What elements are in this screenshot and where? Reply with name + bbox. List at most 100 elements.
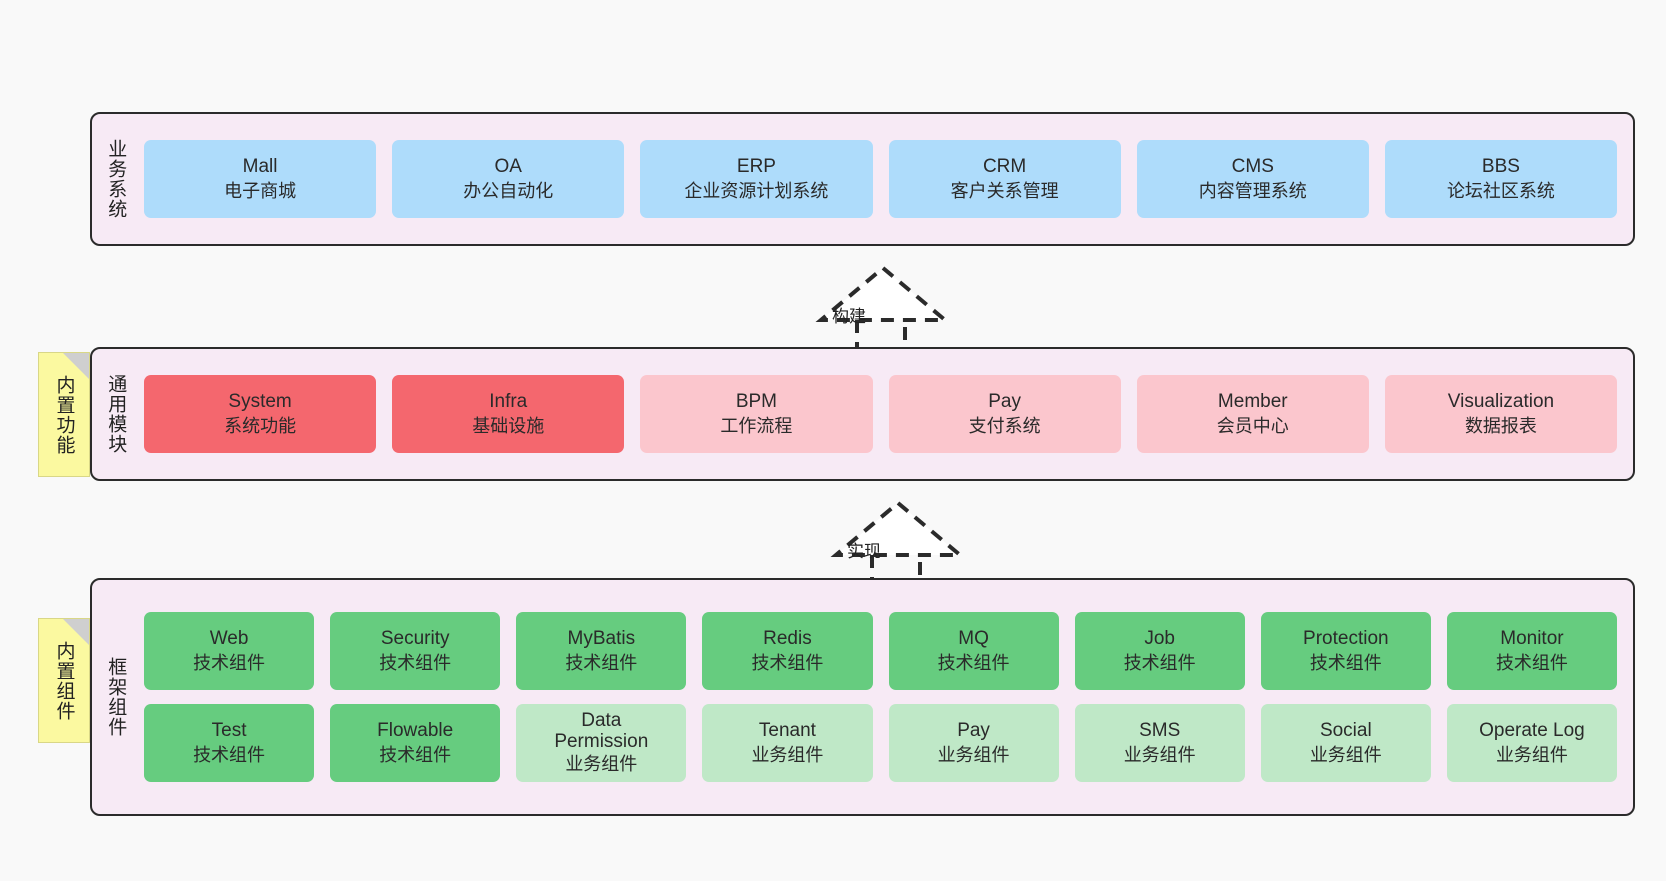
- card-subtitle: 基础设施: [472, 415, 545, 436]
- connector-build-label: 构建: [832, 307, 866, 326]
- card-social[interactable]: Social 业务组件: [1260, 704, 1431, 782]
- card-crm[interactable]: CRM 客户关系管理: [888, 140, 1121, 218]
- card-title: Security: [380, 628, 450, 650]
- card-subtitle: 企业资源计划系统: [684, 180, 829, 201]
- card-subtitle: 客户关系管理: [950, 180, 1059, 201]
- card-protection[interactable]: Protection 技术组件: [1260, 612, 1431, 690]
- framework-row-business: Test 技术组件 Flowable 技术组件 Data Permission …: [144, 704, 1617, 782]
- card-subtitle: 数据报表: [1464, 415, 1537, 436]
- card-subtitle: 业务组件: [751, 744, 824, 765]
- card-title: BPM: [735, 391, 778, 413]
- card-title: MyBatis: [567, 628, 636, 650]
- card-cms[interactable]: CMS 内容管理系统: [1136, 140, 1369, 218]
- card-title: Pay: [988, 391, 1021, 413]
- card-bpm[interactable]: BPM 工作流程: [640, 375, 873, 453]
- card-subtitle: 电子商城: [224, 180, 297, 201]
- card-monitor[interactable]: Monitor 技术组件: [1446, 612, 1617, 690]
- card-title: SMS: [1139, 720, 1181, 742]
- card-title: System: [228, 391, 292, 413]
- card-subtitle: 技术组件: [193, 652, 266, 673]
- connector-implement-label: 实现: [847, 542, 881, 561]
- card-subtitle: 业务组件: [565, 754, 638, 775]
- card-data-permission[interactable]: Data Permission 业务组件: [516, 704, 687, 782]
- layer-common-module-title: 通用模块: [105, 374, 127, 454]
- card-title: Web: [209, 628, 249, 650]
- card-subtitle: 系统功能: [224, 415, 297, 436]
- build-arrow-icon: [815, 265, 951, 352]
- card-web[interactable]: Web 技术组件: [144, 612, 315, 690]
- card-title: BBS: [1481, 156, 1520, 178]
- card-sms[interactable]: SMS 业务组件: [1074, 704, 1245, 782]
- card-title: Member: [1217, 391, 1288, 413]
- card-title: Test: [211, 720, 247, 742]
- layer-business-system-body: Mall 电子商城 OA 办公自动化 ERP 企业资源计划系统 CRM 客户关系…: [138, 114, 1633, 244]
- card-title: CMS: [1231, 156, 1274, 178]
- card-test[interactable]: Test 技术组件: [144, 704, 315, 782]
- card-title: Job: [1144, 628, 1175, 650]
- card-title: MQ: [958, 628, 989, 650]
- card-operate-log[interactable]: Operate Log 业务组件: [1446, 704, 1617, 782]
- card-title: OA: [494, 156, 522, 178]
- card-mq[interactable]: MQ 技术组件: [888, 612, 1059, 690]
- card-oa[interactable]: OA 办公自动化: [392, 140, 625, 218]
- card-visualization[interactable]: Visualization 数据报表: [1384, 375, 1618, 453]
- card-subtitle: 工作流程: [720, 415, 793, 436]
- card-flowable[interactable]: Flowable 技术组件: [330, 704, 501, 782]
- layer-framework-component-title: 框架组件: [105, 657, 127, 737]
- framework-row-technical: Web 技术组件 Security 技术组件 MyBatis 技术组件 Redi…: [144, 612, 1617, 690]
- card-system[interactable]: System 系统功能: [144, 375, 377, 453]
- card-infra[interactable]: Infra 基础设施: [392, 375, 625, 453]
- layer-framework-component-body: Web 技术组件 Security 技术组件 MyBatis 技术组件 Redi…: [138, 580, 1633, 814]
- note-builtin-function: 内置功能: [38, 352, 90, 477]
- card-subtitle: 业务组件: [1309, 744, 1382, 765]
- card-title: Data Permission: [554, 709, 649, 753]
- card-pay-module[interactable]: Pay 支付系统: [888, 375, 1121, 453]
- card-subtitle: 技术组件: [937, 652, 1010, 673]
- card-title: Flowable: [377, 720, 454, 742]
- card-title: Redis: [763, 628, 812, 650]
- layer-common-module-body: System 系统功能 Infra 基础设施 BPM 工作流程 Pay 支付系统…: [138, 349, 1633, 479]
- card-mall[interactable]: Mall 电子商城: [144, 140, 377, 218]
- card-subtitle: 技术组件: [379, 652, 452, 673]
- card-title: Protection: [1303, 628, 1389, 650]
- card-title: CRM: [982, 156, 1027, 178]
- card-subtitle: 技术组件: [565, 652, 638, 673]
- card-title: Mall: [242, 156, 278, 178]
- card-subtitle: 业务组件: [1495, 744, 1568, 765]
- card-tenant[interactable]: Tenant 业务组件: [702, 704, 873, 782]
- card-subtitle: 技术组件: [751, 652, 824, 673]
- card-subtitle: 内容管理系统: [1198, 180, 1307, 201]
- card-subtitle: 技术组件: [1309, 652, 1382, 673]
- card-subtitle: 业务组件: [1123, 744, 1196, 765]
- card-erp[interactable]: ERP 企业资源计划系统: [640, 140, 873, 218]
- card-member[interactable]: Member 会员中心: [1136, 375, 1369, 453]
- note-fold-corner-icon: [63, 619, 89, 645]
- card-title: ERP: [736, 156, 776, 178]
- card-bbs[interactable]: BBS 论坛社区系统: [1384, 140, 1618, 218]
- card-title: Infra: [489, 391, 528, 413]
- card-pay-component[interactable]: Pay 业务组件: [888, 704, 1059, 782]
- card-subtitle: 业务组件: [937, 744, 1010, 765]
- implement-arrow-icon: [830, 500, 966, 587]
- card-title: Pay: [957, 720, 990, 742]
- layer-framework-component: 框架组件 Web 技术组件 Security 技术组件 MyBatis 技术组件…: [90, 578, 1635, 816]
- card-subtitle: 办公自动化: [463, 180, 554, 201]
- layer-business-system: 业务系统 Mall 电子商城 OA 办公自动化 ERP 企业资源计划系统 CRM…: [90, 112, 1635, 246]
- card-subtitle: 会员中心: [1216, 415, 1289, 436]
- note-fold-corner-icon: [63, 353, 89, 379]
- connector-implement: 实现: [810, 497, 970, 587]
- card-title: Monitor: [1500, 628, 1564, 650]
- card-subtitle: 技术组件: [1495, 652, 1568, 673]
- layer-business-system-title: 业务系统: [105, 139, 127, 219]
- card-title: Tenant: [758, 720, 816, 742]
- card-subtitle: 技术组件: [193, 744, 266, 765]
- card-subtitle: 技术组件: [1123, 652, 1196, 673]
- card-title: Visualization: [1447, 391, 1555, 413]
- card-title: Operate Log: [1479, 720, 1585, 742]
- card-redis[interactable]: Redis 技术组件: [702, 612, 873, 690]
- card-security[interactable]: Security 技术组件: [330, 612, 501, 690]
- card-subtitle: 支付系统: [968, 415, 1041, 436]
- card-job[interactable]: Job 技术组件: [1074, 612, 1245, 690]
- card-mybatis[interactable]: MyBatis 技术组件: [516, 612, 687, 690]
